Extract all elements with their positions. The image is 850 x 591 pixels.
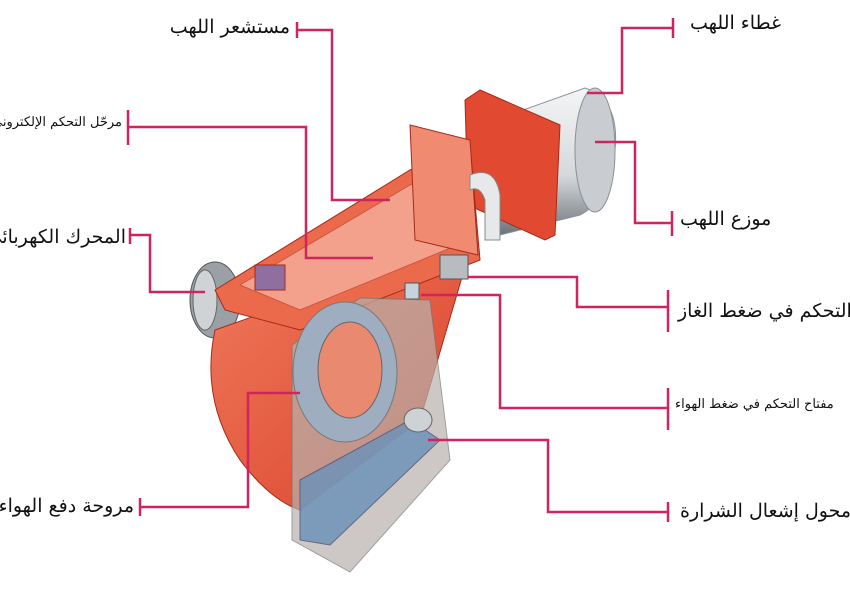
leader-gas-pressure	[468, 275, 670, 332]
label-electric-motor: المحرك الكهربائي	[0, 226, 126, 248]
label-electronic-relay: مرحّل التحكم الإلكتروني	[0, 115, 122, 130]
leader-air-switch	[421, 293, 670, 430]
gas-regulator	[439, 254, 469, 280]
label-gas-pressure-control: التحكم في ضغط الغاز	[678, 300, 850, 322]
air-tray	[299, 419, 441, 546]
label-blower-fan: مروحة دفع الهواء	[0, 495, 134, 517]
label-air-pressure-switch: مفتاح التحكم في ضغط الهواء	[675, 397, 834, 412]
label-flame-sensor: مستشعر اللهب	[169, 16, 290, 38]
leader-ignition-transformer	[428, 438, 670, 522]
label-ignition-transformer: محول إشعال الشرارة	[680, 500, 850, 522]
label-flame-distributor: موزع اللهب	[680, 208, 772, 230]
leader-flame-cover	[587, 18, 675, 95]
leader-flame-sensor	[295, 22, 390, 202]
ignition-transformer-part	[403, 407, 433, 433]
leader-flame-distributor	[595, 140, 674, 236]
leader-blower-fan	[138, 391, 300, 516]
label-flame-cover: غطاء اللهب	[690, 12, 782, 34]
leader-electronic-relay	[126, 110, 373, 260]
leader-electric-motor	[128, 228, 205, 294]
